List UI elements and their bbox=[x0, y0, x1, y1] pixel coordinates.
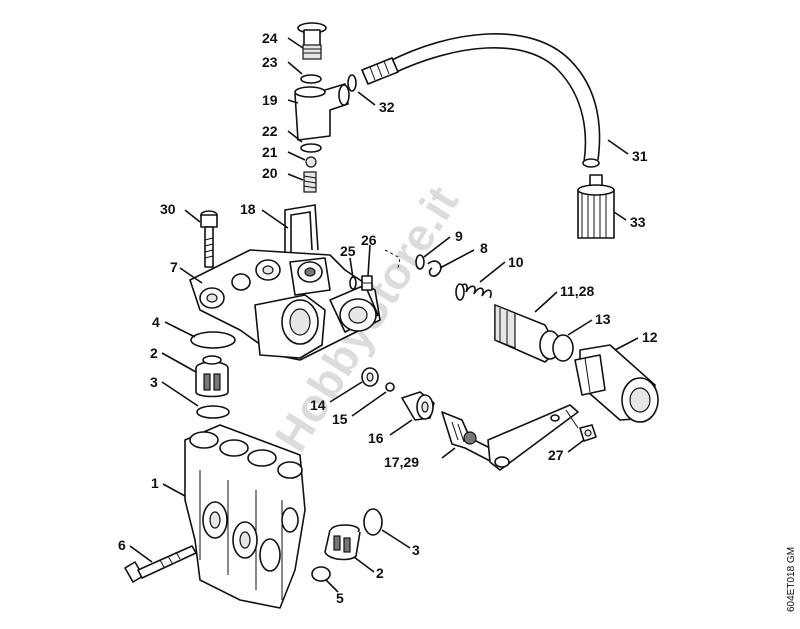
clip-8 bbox=[427, 260, 442, 277]
callout-19: 19 bbox=[262, 92, 278, 108]
hose-part-31 bbox=[387, 33, 601, 168]
bolt-part-6 bbox=[124, 545, 197, 583]
callout-16: 16 bbox=[368, 430, 384, 446]
o-ring-22 bbox=[300, 143, 322, 153]
nut-27 bbox=[579, 424, 597, 442]
piston-part-11-28 bbox=[494, 304, 561, 363]
callout-3-upper: 3 bbox=[150, 374, 158, 390]
callout-26: 26 bbox=[361, 232, 377, 248]
callout-33: 33 bbox=[630, 214, 646, 230]
valve-body-19 bbox=[294, 83, 350, 141]
valve-part-17-29 bbox=[441, 404, 579, 471]
callout-4: 4 bbox=[152, 314, 160, 330]
callout-23: 23 bbox=[262, 54, 278, 70]
nozzle-part-12 bbox=[574, 344, 659, 423]
pump-head-part-7 bbox=[189, 249, 381, 361]
seat-16 bbox=[401, 391, 435, 421]
o-ring-5 bbox=[311, 566, 331, 582]
callout-13: 13 bbox=[595, 311, 611, 327]
callout-32: 32 bbox=[379, 99, 395, 115]
hose-fitting-top bbox=[347, 57, 399, 92]
callout-2-upper: 2 bbox=[150, 345, 158, 361]
callout-11-28: 11,28 bbox=[560, 283, 594, 299]
o-ring-25 bbox=[349, 276, 357, 290]
callout-15: 15 bbox=[332, 411, 348, 427]
callout-5: 5 bbox=[336, 590, 344, 606]
valve-part-24 bbox=[297, 22, 327, 60]
valve-part-2-upper bbox=[195, 355, 229, 398]
pump-housing-part-1 bbox=[184, 424, 306, 609]
callout-9: 9 bbox=[455, 228, 463, 244]
callout-2-lower: 2 bbox=[376, 565, 384, 581]
callout-25: 25 bbox=[340, 243, 356, 259]
callout-20: 20 bbox=[262, 165, 278, 181]
drawing-code: 604ET018 GM bbox=[786, 547, 797, 612]
callout-1: 1 bbox=[151, 475, 159, 491]
callout-7: 7 bbox=[170, 259, 178, 275]
leader-lines bbox=[129, 37, 639, 593]
callout-labels: 24 23 19 32 22 21 20 31 33 30 18 26 25 9… bbox=[118, 30, 658, 606]
o-ring-3-upper bbox=[196, 405, 230, 419]
o-ring-3-lower bbox=[363, 508, 383, 536]
callout-6: 6 bbox=[118, 537, 126, 553]
ball-15 bbox=[385, 382, 395, 392]
o-ring-4 bbox=[190, 331, 236, 349]
bracket-part-18 bbox=[284, 204, 319, 255]
callout-22: 22 bbox=[262, 123, 278, 139]
screw-26 bbox=[361, 275, 373, 291]
spring-20 bbox=[303, 171, 317, 193]
o-ring-32 bbox=[347, 74, 357, 92]
o-ring-23 bbox=[300, 74, 322, 84]
callout-12: 12 bbox=[642, 329, 658, 345]
ball-21 bbox=[305, 156, 317, 168]
spring-10 bbox=[455, 283, 492, 301]
o-ring-9 bbox=[415, 254, 425, 270]
callout-3-lower: 3 bbox=[412, 542, 420, 558]
callout-8: 8 bbox=[480, 240, 488, 256]
callout-30: 30 bbox=[160, 201, 176, 217]
callout-27: 27 bbox=[548, 447, 564, 463]
callout-18: 18 bbox=[240, 201, 256, 217]
bolt-part-30 bbox=[200, 210, 218, 268]
callout-10: 10 bbox=[508, 254, 524, 270]
callout-24: 24 bbox=[262, 30, 278, 46]
filter-part-33 bbox=[577, 174, 615, 239]
valve-part-2-lower bbox=[324, 524, 361, 561]
callout-14: 14 bbox=[310, 397, 326, 413]
callout-17-29: 17,29 bbox=[384, 454, 419, 470]
callout-31: 31 bbox=[632, 148, 648, 164]
callout-21: 21 bbox=[262, 144, 278, 160]
o-ring-13 bbox=[552, 334, 574, 362]
